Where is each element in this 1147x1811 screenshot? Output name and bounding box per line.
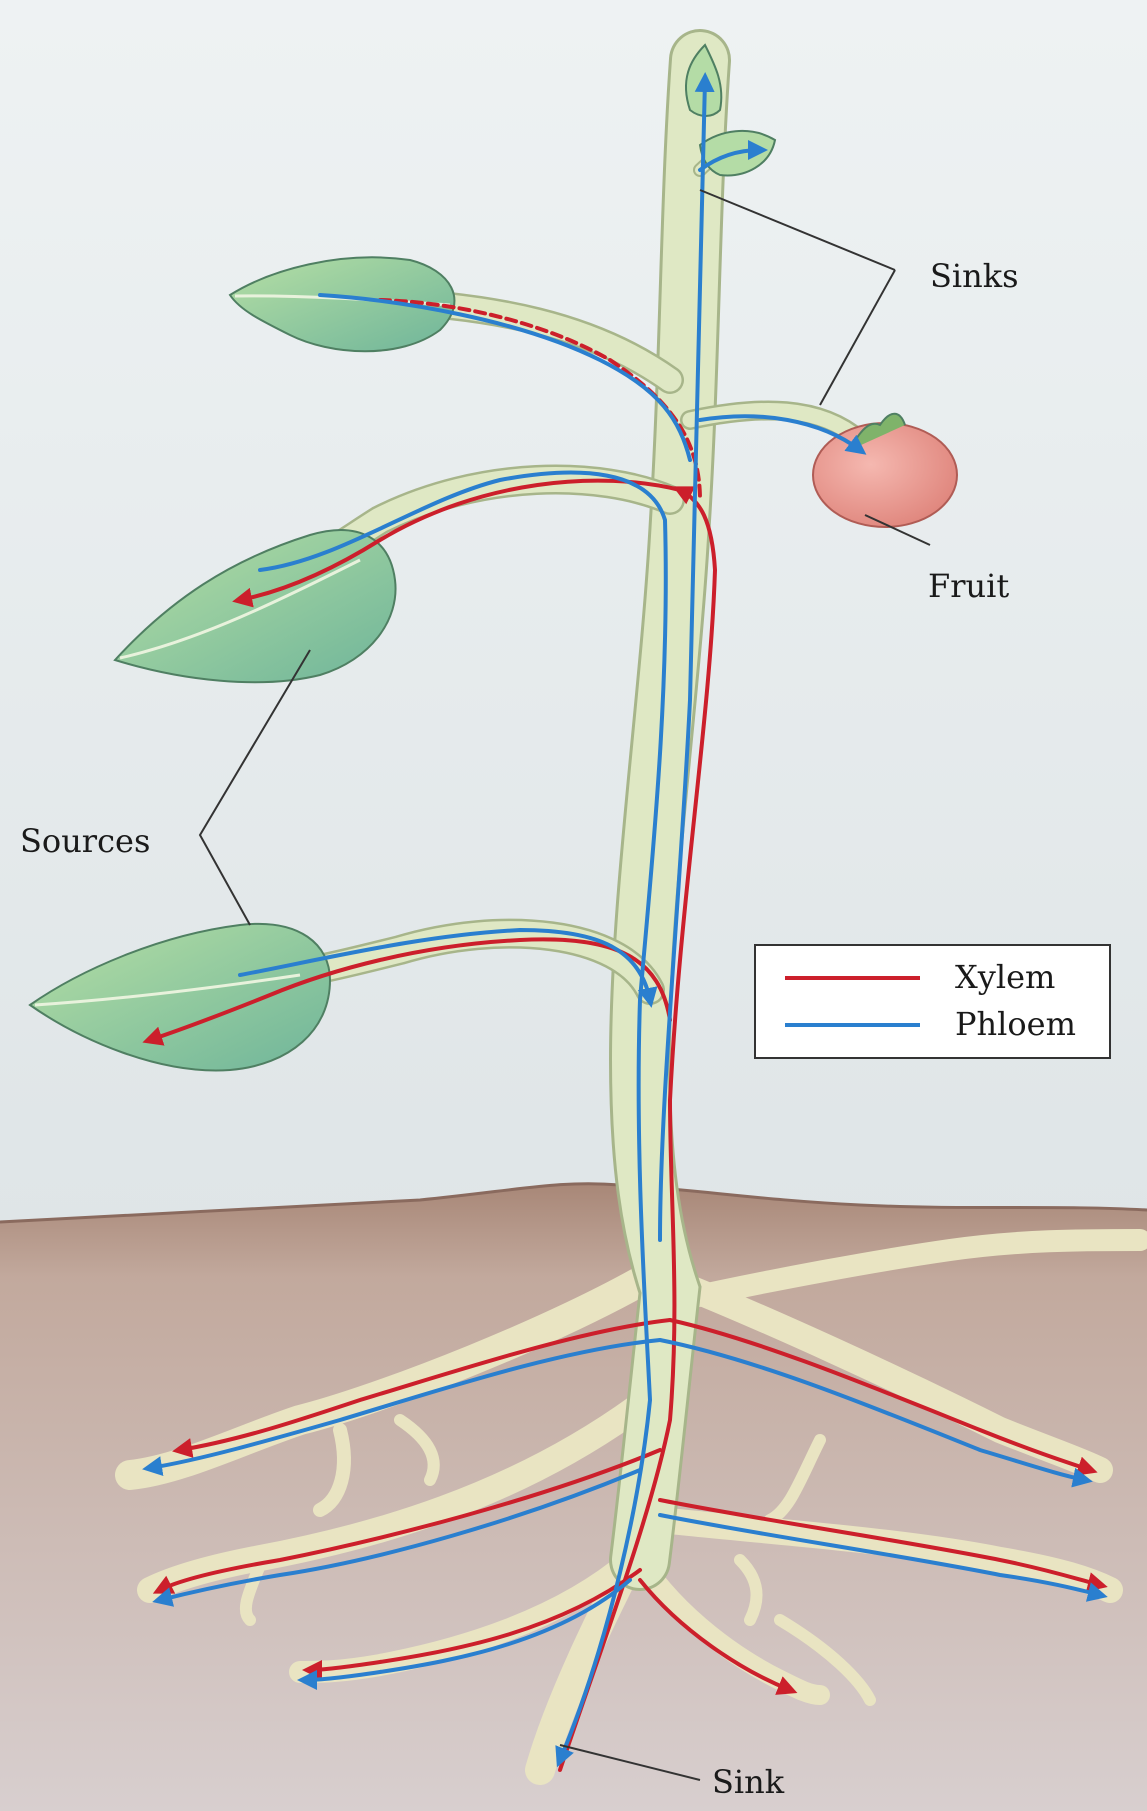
label-fruit: Fruit: [928, 567, 1009, 605]
label-sinks: Sinks: [930, 257, 1019, 295]
label-sources: Sources: [20, 822, 150, 860]
label-sink: Sink: [712, 1763, 785, 1801]
legend: Xylem Phloem: [755, 945, 1110, 1058]
legend-phloem-label: Phloem: [955, 1005, 1076, 1043]
legend-xylem-label: Xylem: [955, 958, 1055, 996]
